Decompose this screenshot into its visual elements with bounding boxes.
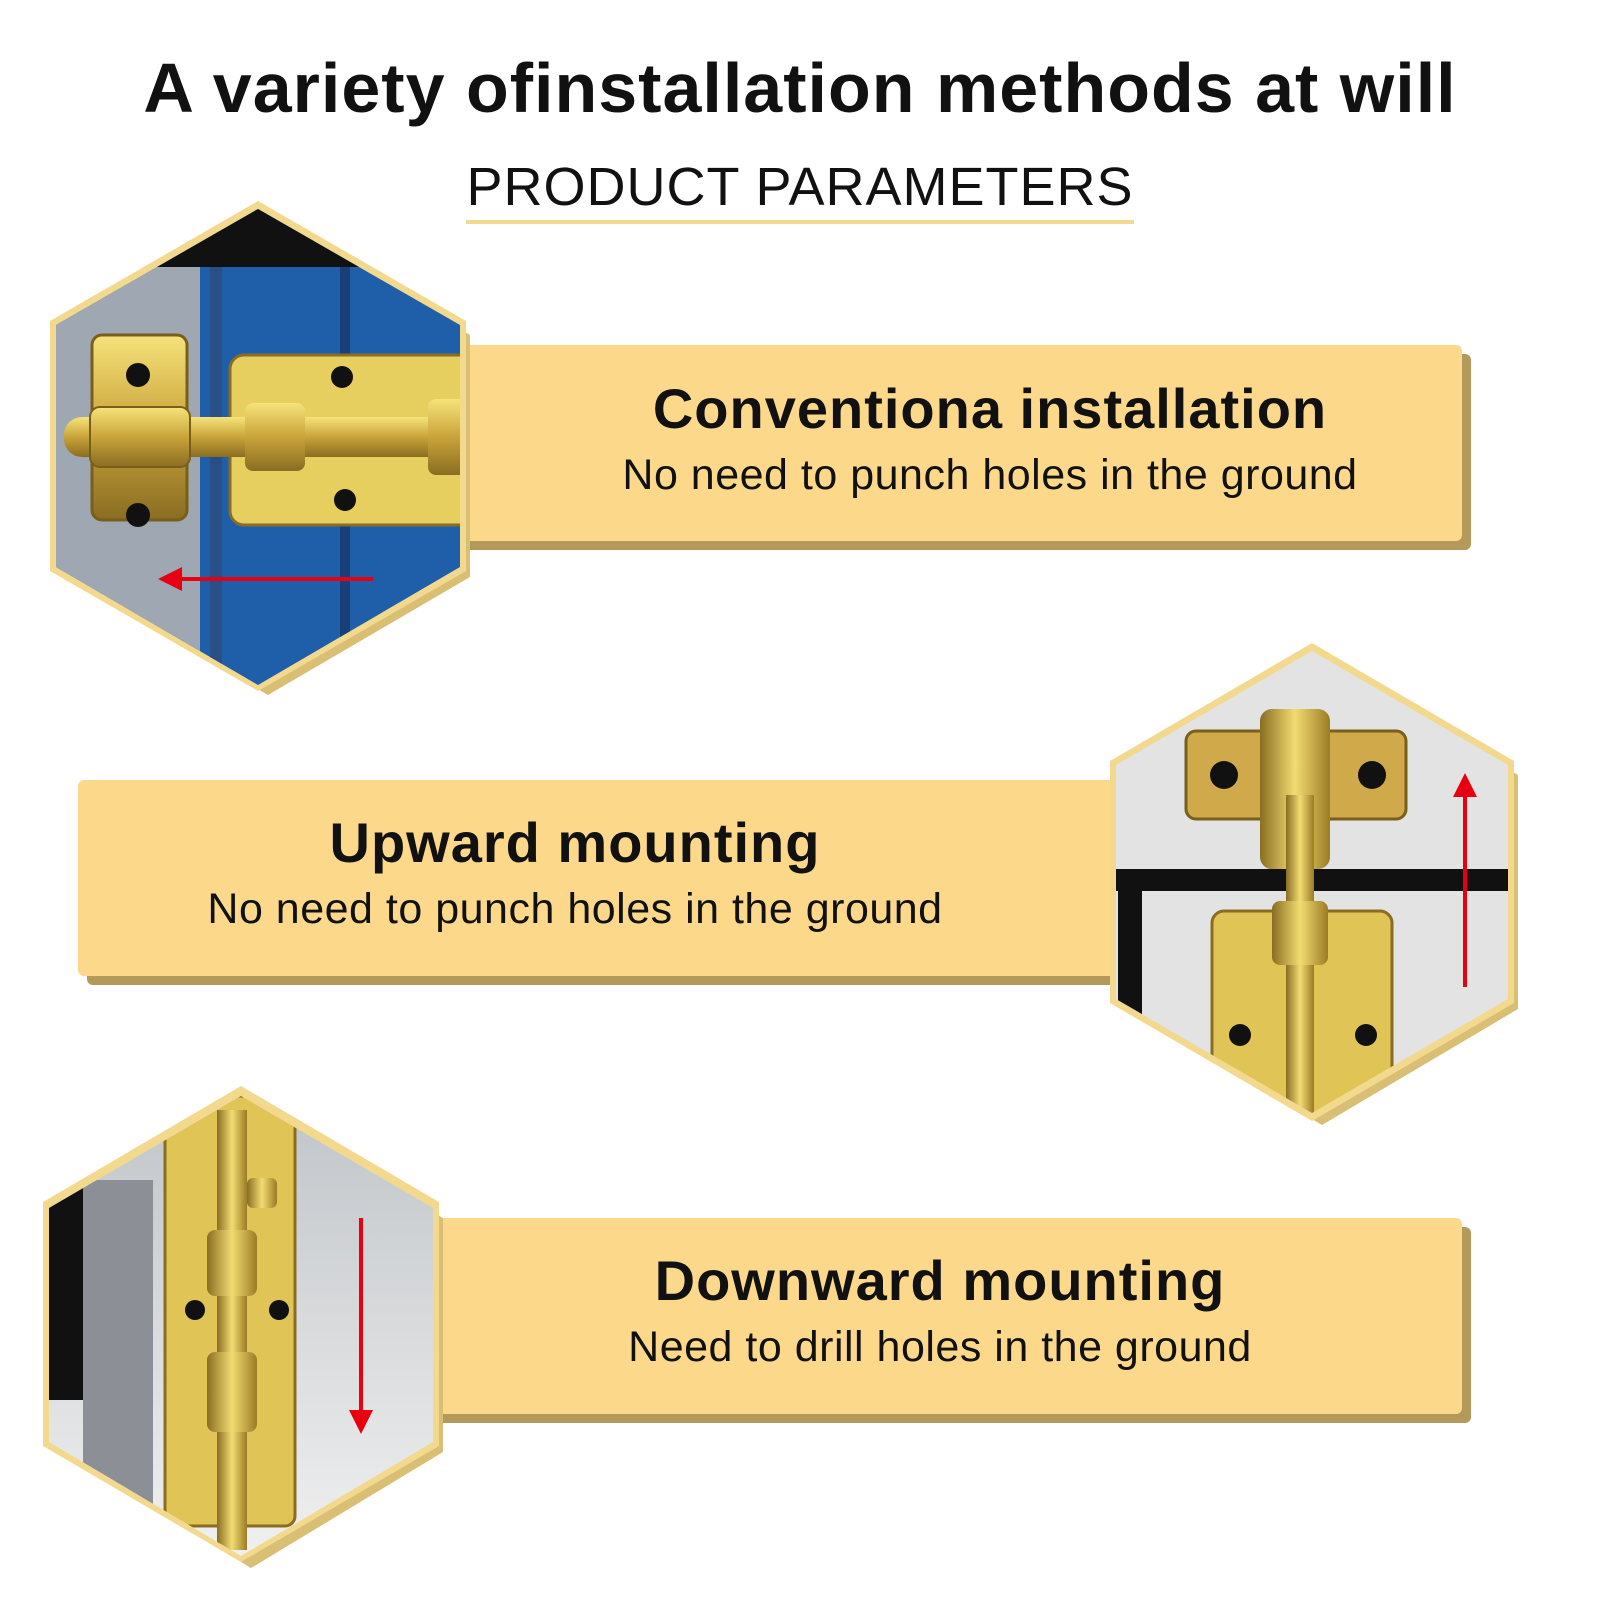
method-text-downward: Downward mounting Need to drill holes in… bbox=[520, 1248, 1360, 1374]
method-text-upward: Upward mounting No need to punch holes i… bbox=[135, 810, 1015, 936]
page-title: A variety ofinstallation methods at will bbox=[143, 49, 1457, 127]
upward-barrel-bolt-photo bbox=[1110, 643, 1518, 1125]
method-text-conventional: Conventiona installation No need to punc… bbox=[560, 376, 1420, 502]
subtitle-wrap: PRODUCT PARAMETERS bbox=[0, 156, 1600, 224]
method-band-conventional bbox=[440, 345, 1462, 541]
method-heading: Conventiona installation bbox=[652, 377, 1328, 440]
method-note: No need to punch holes in the ground bbox=[622, 451, 1358, 499]
downward-barrel-bolt-photo bbox=[43, 1086, 443, 1568]
horizontal-barrel-bolt-photo bbox=[50, 201, 470, 695]
method-note: No need to punch holes in the ground bbox=[207, 885, 943, 933]
method-heading: Downward mounting bbox=[654, 1249, 1226, 1312]
method-heading: Upward mounting bbox=[329, 811, 821, 874]
method-note: Need to drill holes in the ground bbox=[628, 1323, 1252, 1371]
method-band-downward bbox=[420, 1218, 1462, 1414]
method-band-upward bbox=[78, 780, 1150, 976]
page-subtitle: PRODUCT PARAMETERS bbox=[466, 156, 1134, 224]
